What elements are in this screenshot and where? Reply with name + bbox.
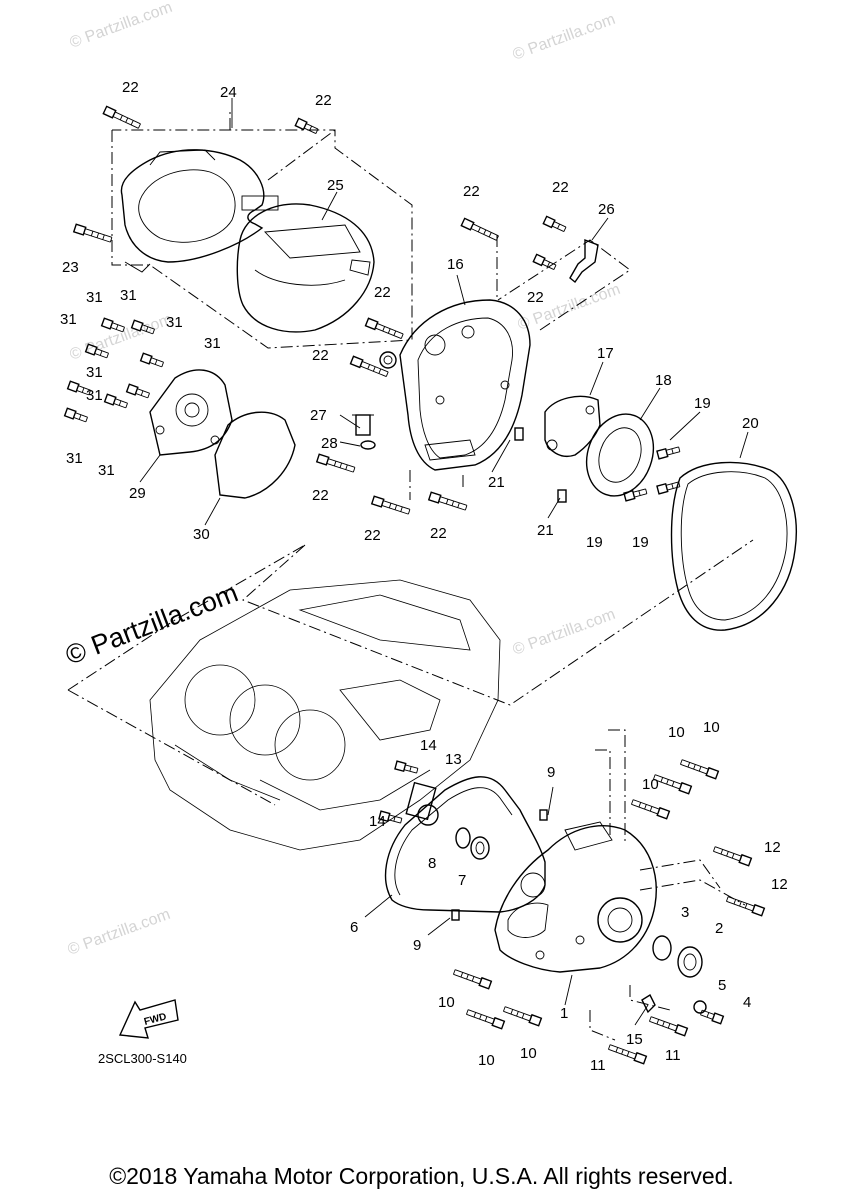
seal-18	[585, 413, 655, 497]
callout: 31	[60, 311, 77, 328]
generator-cover-24	[120, 149, 279, 273]
callout: 22	[463, 183, 480, 200]
callout: 22	[315, 92, 332, 109]
gasket-20	[670, 461, 797, 631]
callout: 10	[438, 994, 455, 1011]
callout: 22	[552, 179, 569, 196]
callout: 22	[374, 284, 391, 301]
callout: 31	[86, 289, 103, 306]
engine-crankcase	[149, 579, 501, 851]
plate-17	[544, 395, 601, 457]
callout: 19	[632, 534, 649, 551]
callout: 31	[66, 450, 83, 467]
circlip-8	[455, 827, 471, 849]
callout: 6	[350, 919, 358, 936]
assembly-outlines	[67, 110, 754, 1041]
watermark: © Partzilla.com	[68, 311, 175, 364]
callout: 11	[665, 1047, 681, 1064]
callout: 8	[428, 855, 436, 872]
callout-numbers: 22 24 22 25 22 22 26 23 16 22 22 31 31 3…	[60, 79, 788, 1074]
callout: 27	[310, 407, 327, 424]
callout: 19	[586, 534, 603, 551]
gasket-30	[214, 411, 296, 499]
fwd-arrow-icon: FWD	[118, 999, 179, 1039]
o-ring-3	[652, 935, 672, 961]
cover-plate-25	[236, 203, 375, 333]
callout: 23	[62, 259, 79, 276]
watermark: © Partzilla.com	[68, 0, 175, 52]
callout: 10	[703, 719, 720, 736]
diagram-code: 2SCL300-S140	[98, 1051, 187, 1066]
callout: 12	[764, 839, 781, 856]
callout: 9	[547, 764, 555, 781]
sensor-13	[405, 781, 437, 821]
callout: 11	[590, 1057, 606, 1074]
seal-7	[470, 836, 490, 860]
clamp-15	[641, 993, 656, 1014]
callout: 21	[537, 522, 554, 539]
callout: 7	[458, 872, 466, 889]
callout: 31	[98, 462, 115, 479]
watermark: © Partzilla.com	[66, 906, 173, 959]
callout: 30	[193, 526, 210, 543]
callout: 31	[120, 287, 137, 304]
callout: 15	[626, 1031, 643, 1048]
callout: 28	[321, 435, 338, 452]
watermark: © Partzilla.com	[511, 606, 618, 659]
callout: 22	[527, 289, 544, 306]
callout: 24	[220, 84, 237, 101]
callout: 2	[715, 920, 723, 937]
crankcase-cover-1	[494, 821, 657, 973]
callout: 31	[86, 364, 103, 381]
gasket-6	[384, 776, 546, 913]
callout: 10	[642, 776, 659, 793]
callout: 22	[312, 347, 329, 364]
callout: 17	[597, 345, 614, 362]
watermark: © Partzilla.com	[511, 11, 618, 64]
o-ring-28	[360, 440, 376, 450]
dowels	[451, 427, 567, 921]
callout: 4	[743, 994, 751, 1011]
plug-2	[677, 946, 703, 978]
callout: 1	[560, 1005, 568, 1022]
bracket-26	[569, 238, 599, 284]
callout: 14	[420, 737, 437, 754]
callout: 10	[668, 724, 685, 741]
callout: 10	[520, 1045, 537, 1062]
callout: 25	[327, 177, 344, 194]
callout: 16	[447, 256, 464, 273]
washer-5	[693, 1000, 707, 1014]
callout: 22	[122, 79, 139, 96]
callout: 5	[718, 977, 726, 994]
copyright-footer: ©2018 Yamaha Motor Corporation, U.S.A. A…	[109, 1163, 734, 1189]
clutch-cover-16	[379, 299, 531, 471]
callout: 29	[129, 485, 146, 502]
plug-27	[352, 414, 374, 436]
callout: 3	[681, 904, 689, 921]
partzilla-watermark: © Partzilla.com	[61, 577, 242, 670]
callout: 22	[430, 525, 447, 542]
callout: 10	[478, 1052, 495, 1069]
callout: 13	[445, 751, 462, 768]
callout: 18	[655, 372, 672, 389]
callout: 31	[86, 387, 103, 404]
callout: 12	[771, 876, 788, 893]
callout: 31	[204, 335, 221, 352]
callout: 14	[369, 813, 386, 830]
callout: 9	[413, 937, 421, 954]
callout: 31	[166, 314, 183, 331]
callout: 20	[742, 415, 759, 432]
watermarks: © Partzilla.com © Partzilla.com © Partzi…	[66, 0, 623, 959]
cover-29	[149, 369, 233, 456]
callout: 22	[312, 487, 329, 504]
callout: 26	[598, 201, 615, 218]
callout: 22	[364, 527, 381, 544]
callout: 21	[488, 474, 505, 491]
callout: 19	[694, 395, 711, 412]
